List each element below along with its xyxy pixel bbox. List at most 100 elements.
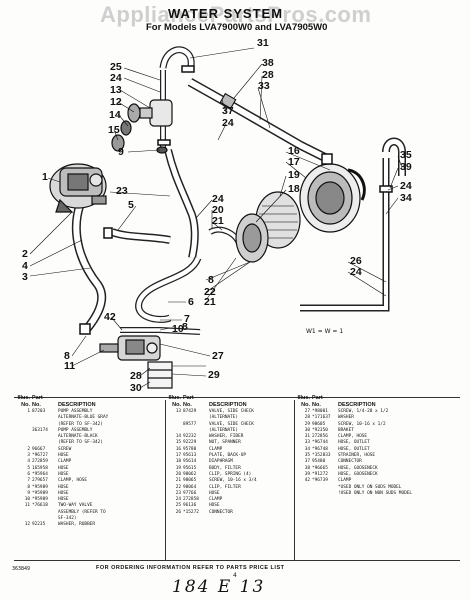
callout-label: 21 [212,215,224,227]
callout-label: 3 [22,271,28,283]
cell-no: 33 [304,440,310,446]
cell-no: 12 [24,522,30,528]
cell-desc: CLAMP [58,459,72,465]
cell-desc: SCREW, 1/4-28 x 1/2 [338,409,389,414]
cell-no: 25 [175,503,181,509]
callout-label: 1 [42,171,48,183]
callout-label: 15 [108,124,120,136]
table-column-divider [294,400,295,560]
callout-label: 20 [212,204,224,216]
callout-label: 24 [212,193,224,205]
diagram-subtitle: For Models LVA7900W0 and LVA7905W0 [146,22,328,33]
table-column-divider [165,400,166,560]
diagram-note: W1 = W = 1 [306,328,344,335]
cell-desc: BRAKET [338,427,354,433]
cell-desc: CONNECTOR [338,459,362,465]
cell-no: 3 [27,453,30,459]
cell-no: 19 [175,465,181,471]
cell-no: 34 [304,446,310,452]
cell-no: 16 [175,446,181,452]
cell-no [296,491,312,497]
callout-label: 29 [208,369,220,381]
cell-no: 24 [175,497,181,503]
cell-desc: HOSE [209,503,220,509]
cell-part: 95480 [312,459,326,465]
cell-no: 11 [24,503,30,509]
callout-label: 17 [288,156,300,168]
bracket-30 [147,361,173,389]
cell-desc: HOSE [58,471,69,477]
cell-desc: (REFER TO SF-342) [58,421,103,427]
cell-part: 95615 [183,465,197,471]
cell-desc: SCREW, 10-16 x 1/2 [338,421,386,427]
cell-part: 87429 [183,409,197,414]
cell-desc: BODY, FILTER [209,465,241,471]
cell-desc: HOSE, GOOSENECK [338,471,378,477]
table-top-rule [14,397,460,398]
cell-part: 96667 [32,446,46,452]
callout-label: 24 [350,266,362,278]
callout-label: 6 [188,296,194,308]
callout-label: 7 [184,313,190,325]
pump-assembly [49,163,107,213]
table-row: (REFER TO SF-342) [16,440,140,446]
callout-label: 9 [118,146,124,158]
side-check-valve [111,99,173,154]
cell-part: 87203 [32,409,46,414]
callout-label: 19 [288,169,300,181]
cell-part: *171637 [312,415,331,421]
cell-part: *91272 [312,471,328,477]
cell-no: 10 [24,497,30,503]
table-row: !USED ONLY ON NON SUDS MODEL [296,491,420,497]
cell-no: 4 [27,459,30,465]
cell-desc: ASSEMBLY (REFER TO [58,509,106,515]
cell-part: 96136 [183,503,197,509]
cell-part: *96739 [312,478,328,484]
cell-no: 26 [175,509,181,515]
cell-no: 7 [27,478,30,484]
cell-desc: HOSE, GOOSENECK [338,465,378,471]
cell-part: 272858 [183,497,199,503]
cell-desc: WASHER, RUBBER [58,522,96,528]
two-way-valve [99,335,161,361]
callout-label: 38 [262,57,274,69]
cell-part: 92235 [32,522,46,528]
cell-part: 95614 [183,459,197,465]
cell-desc: PUMP ASSEMBLY [58,409,93,414]
cell-desc: PUMP ASSEMBLY [58,427,93,433]
table-row: ALTERNATE-BLACK [16,434,140,440]
cell-no: 30 [304,427,310,433]
callout-label: 39 [400,161,412,173]
diagram-title: WATER SYSTEM [168,6,284,21]
cell-desc: SCREW, 10-16 x 3/4 [209,478,257,484]
callout-label: 21 [204,296,216,308]
cell-part: *92350 [312,427,328,433]
cell-no: 15 [175,440,181,446]
cell-no: 1 [27,409,30,414]
cell-desc: CLAMP [338,478,352,484]
cell-part [312,491,338,497]
cell-desc: CLAMP [209,497,223,503]
filter-assembly [235,163,366,263]
cell-no: 21 [175,478,181,484]
callout-label: 16 [288,145,300,157]
cell-no: 6 [27,471,30,477]
cell-desc: CLAMP, HOSE [58,478,88,484]
table-row: (ALTERNATE) [167,415,291,421]
cell-no: 2 [27,446,30,452]
